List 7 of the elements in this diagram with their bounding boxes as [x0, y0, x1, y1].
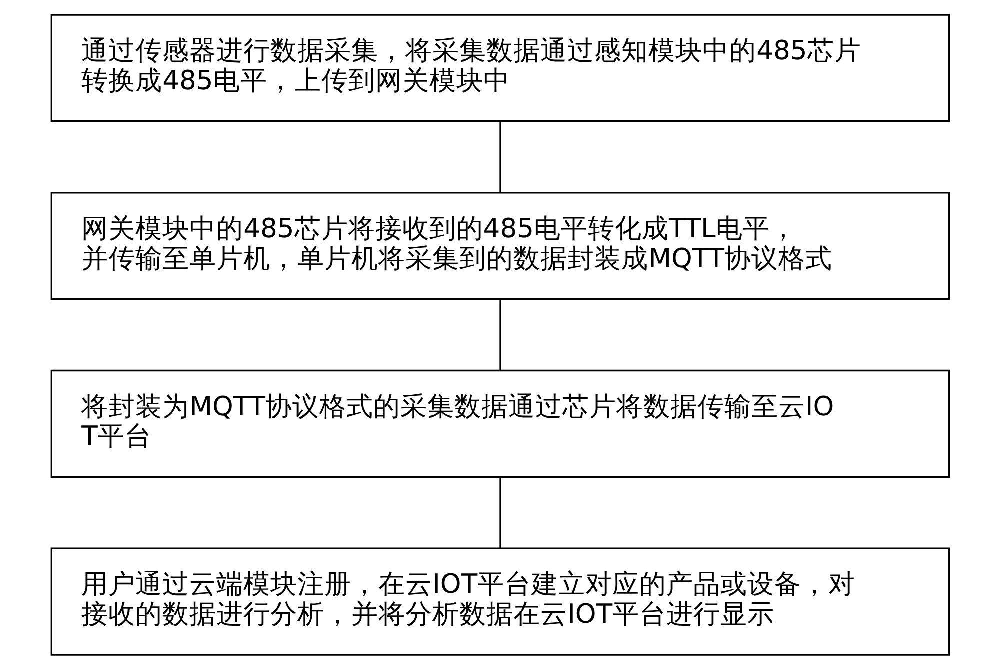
- node-box: 通过传感器进行数据采集，将采集数据通过感知模块中的485芯片转换成485电平，上传到网关模块中: [50, 14, 950, 122]
- connector: [499, 300, 501, 370]
- node-box: 用户通过云端模块注册，在云IOT平台建立对应的产品或设备，对接收的数据进行分析，并将分析数据在云IOT平台进行显示: [50, 548, 950, 656]
- connector: [499, 478, 501, 548]
- node-box: 网关模块中的485芯片将接收到的485电平转化成TTL电平，并传输至单片机，单片机将采集到的数据封装成MQTT协议格式: [50, 192, 950, 300]
- node-box: 将封装为MQTT协议格式的采集数据通过芯片将数据传输至云IOT平台: [50, 370, 950, 478]
- connector: [499, 122, 501, 192]
